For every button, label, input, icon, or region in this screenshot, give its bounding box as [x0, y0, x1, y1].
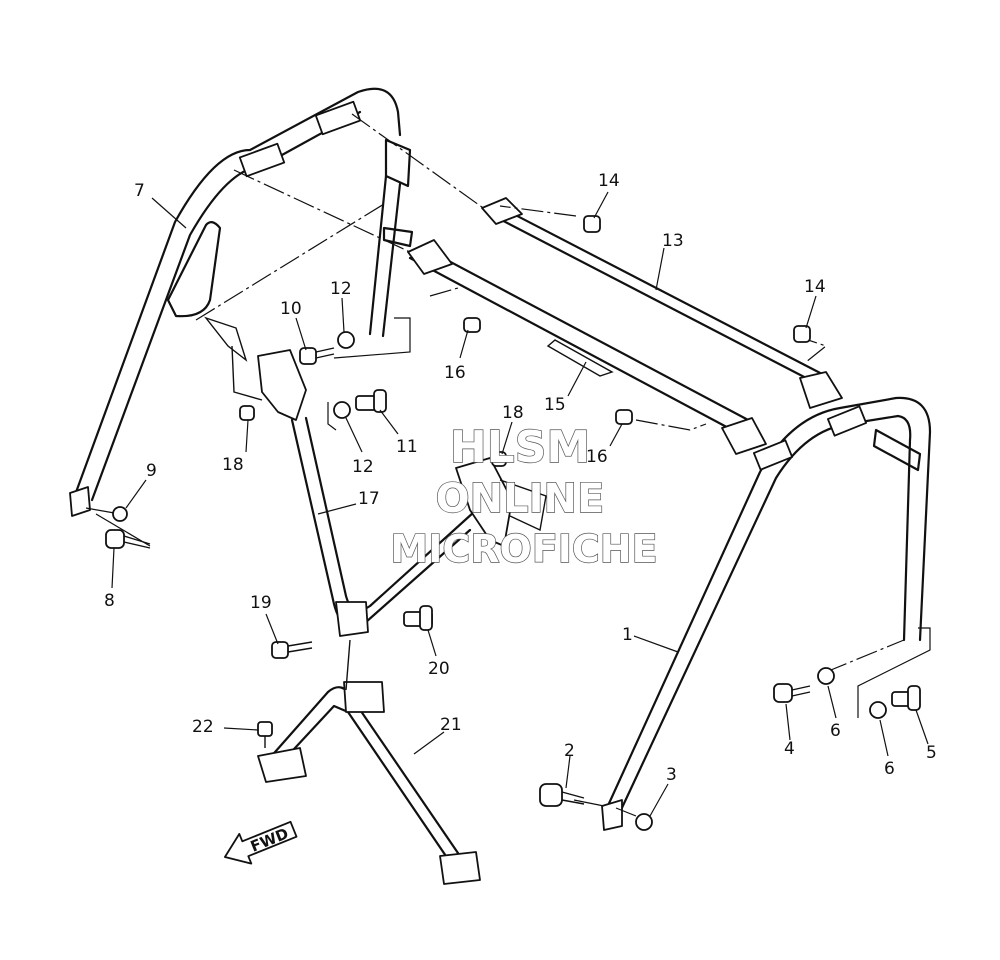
part-7-rear-roll-bar: [69, 87, 414, 517]
bolt-2: [539, 783, 585, 807]
callout-17: 17: [358, 489, 380, 509]
watermark-line-1: HLSM: [450, 422, 590, 473]
fasteners: [105, 215, 921, 831]
callout-14: 14: [804, 277, 826, 297]
callout-1: 1: [622, 625, 633, 645]
callout-3: 3: [666, 765, 677, 785]
watermark-line-2: ONLINE: [436, 476, 605, 522]
callout-6: 6: [830, 721, 841, 741]
callout-15: 15: [544, 395, 566, 415]
bolt-20: [403, 605, 433, 631]
spacer-6-upper: [817, 667, 835, 685]
callout-9: 9: [146, 461, 157, 481]
callout-2: 2: [564, 741, 575, 761]
watermark: HLSM ONLINE MICROFICHE: [390, 421, 659, 571]
callout-7: 7: [134, 181, 145, 201]
nut-3: [635, 813, 653, 831]
callout-16: 16: [586, 447, 608, 467]
bolt-4: [773, 683, 811, 703]
callout-11: 11: [396, 437, 418, 457]
bolt-16-upper: [463, 317, 481, 333]
callout-21: 21: [440, 715, 462, 735]
bolt-18-right: [491, 451, 507, 467]
bolt-11: [355, 389, 387, 413]
bolt-19: [271, 641, 313, 659]
part-13-upper-cross-bar: [481, 197, 843, 409]
callout-6: 6: [884, 759, 895, 779]
part-15-lower-cross-bar: [407, 239, 767, 455]
spacer-12-upper: [337, 331, 355, 349]
spacer-12-lower: [333, 401, 351, 419]
watermark-line-3: MICROFICHE: [390, 527, 657, 571]
callout-19: 19: [250, 593, 272, 613]
callout-22: 22: [192, 717, 214, 737]
bolt-8: [105, 529, 151, 549]
callout-20: 20: [428, 659, 450, 679]
bolt-14-upper: [583, 215, 601, 233]
callout-13: 13: [662, 231, 684, 251]
callout-12: 12: [352, 457, 374, 477]
bolt-5: [891, 685, 921, 711]
bolt-16-lower: [615, 409, 633, 425]
callout-8: 8: [104, 591, 115, 611]
callout-12: 12: [330, 279, 352, 299]
callout-16: 16: [444, 363, 466, 383]
fwd-label: FWD: [248, 824, 291, 855]
callout-leaders: [111, 191, 929, 817]
callout-4: 4: [784, 739, 795, 759]
callout-10: 10: [280, 299, 302, 319]
part-21-lower-support-stand: [257, 639, 481, 885]
bolt-10: [299, 347, 335, 365]
callout-18: 18: [222, 455, 244, 475]
part-17-middle-support-bar: [204, 316, 547, 637]
spacer-6-lower: [869, 701, 887, 719]
washer-9: [112, 506, 128, 522]
callout-14: 14: [598, 171, 620, 191]
callout-5: 5: [926, 743, 937, 763]
bolt-14-lower: [793, 325, 811, 343]
bolt-22: [257, 721, 273, 748]
callout-18: 18: [502, 403, 524, 423]
callout-labels: 1 2 3 4 5 6 6 7 8 9 10 11 12 12 13 14 14…: [104, 171, 937, 785]
part-1-front-roll-bar: [601, 396, 932, 831]
bolt-18-left: [239, 405, 255, 421]
fwd-arrow-icon: FWD: [224, 820, 298, 865]
